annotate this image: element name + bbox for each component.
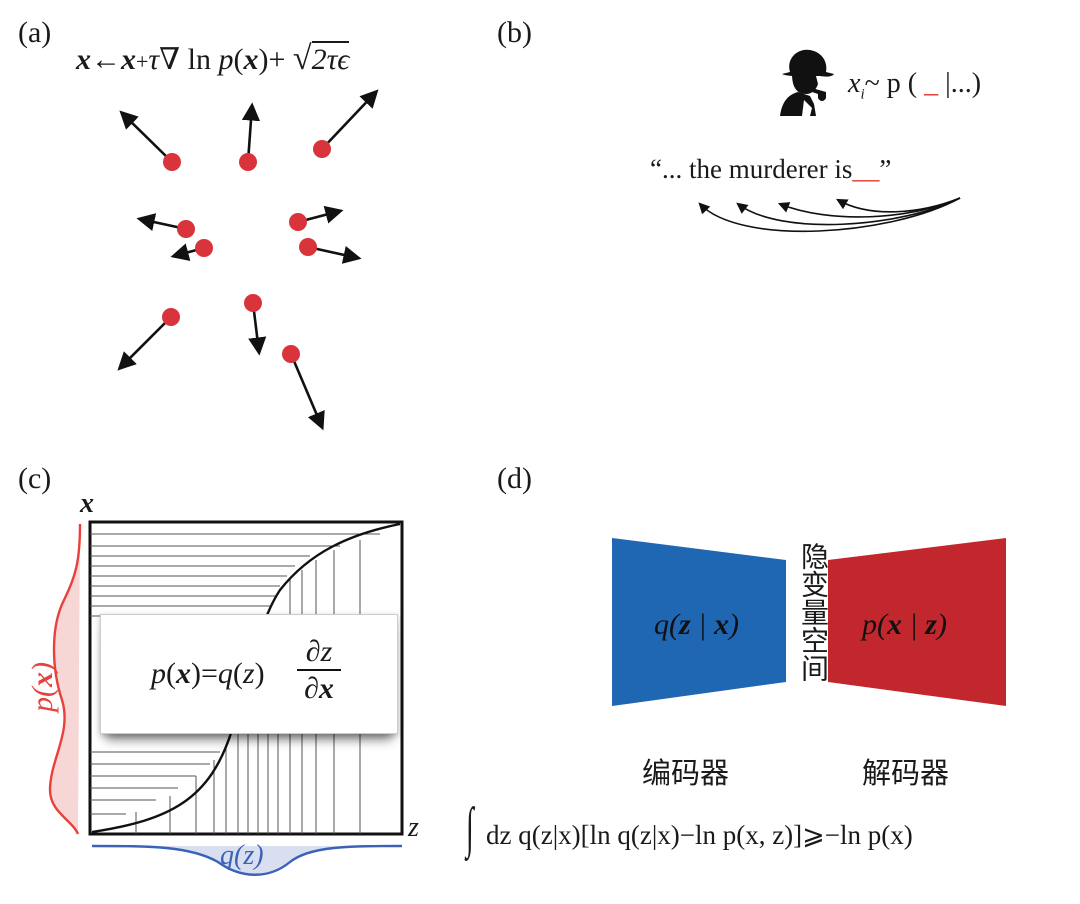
jacobian-formula-box: p(x)=q(z) ∂z ∂x: [100, 614, 398, 734]
z-axis-title: z: [408, 812, 419, 843]
particle: [195, 239, 213, 257]
latent-space-label: 隐变量空间: [797, 542, 830, 682]
encoder-block: [612, 538, 786, 706]
particles: [162, 140, 331, 363]
decoder-block: [828, 538, 1006, 706]
detective-silhouette-icon: [780, 49, 834, 116]
jacobian-formula: p(x)=q(z): [151, 657, 265, 690]
encoder-label: 编码器: [642, 756, 730, 790]
panel-d-label: (d): [497, 462, 532, 495]
px-density-curve: [48, 523, 82, 835]
panel-b-label: (b): [497, 16, 532, 49]
particle: [313, 140, 331, 158]
latent-space-block: [786, 540, 828, 710]
particle: [299, 238, 317, 256]
vae-diagram: [612, 538, 1006, 710]
jacobian-fraction: ∂z ∂x: [297, 635, 341, 707]
panel-c-label: (c): [18, 462, 52, 495]
integral-sign: ∫: [466, 797, 474, 859]
langevin-equation: x←x+τ∇ ln p(x)+ √2τϵ: [76, 40, 350, 77]
gradient-arrows: [117, 89, 379, 431]
encoder-formula: q(z | x): [654, 608, 739, 641]
particle: [177, 220, 195, 238]
elbo-inequality: dz q(z|x)[ln q(z|x)−ln p(x, z)]⩾−ln p(x): [486, 820, 913, 850]
qz-density-curve: [91, 844, 403, 876]
particle: [239, 153, 257, 171]
attention-arcs: [698, 197, 961, 233]
murderer-sentence: “... the murderer is__”: [650, 154, 892, 184]
decoder-label: 解码器: [862, 756, 950, 790]
x-axis-title: x: [80, 488, 94, 519]
particle: [163, 153, 181, 171]
particle: [289, 213, 307, 231]
particle: [162, 308, 180, 326]
qz-label: q(z): [220, 840, 264, 871]
particle: [282, 345, 300, 363]
decoder-formula: p(x | z): [862, 608, 947, 641]
particle-diagram: [117, 89, 379, 431]
panel-a-label: (a): [18, 16, 52, 49]
px-label: p(x): [26, 662, 59, 712]
sentence-blank: __: [852, 154, 880, 184]
qz-density-fill: [92, 846, 402, 875]
sampling-formula: xi~ p ( _ |...): [848, 68, 982, 103]
particle: [244, 294, 262, 312]
